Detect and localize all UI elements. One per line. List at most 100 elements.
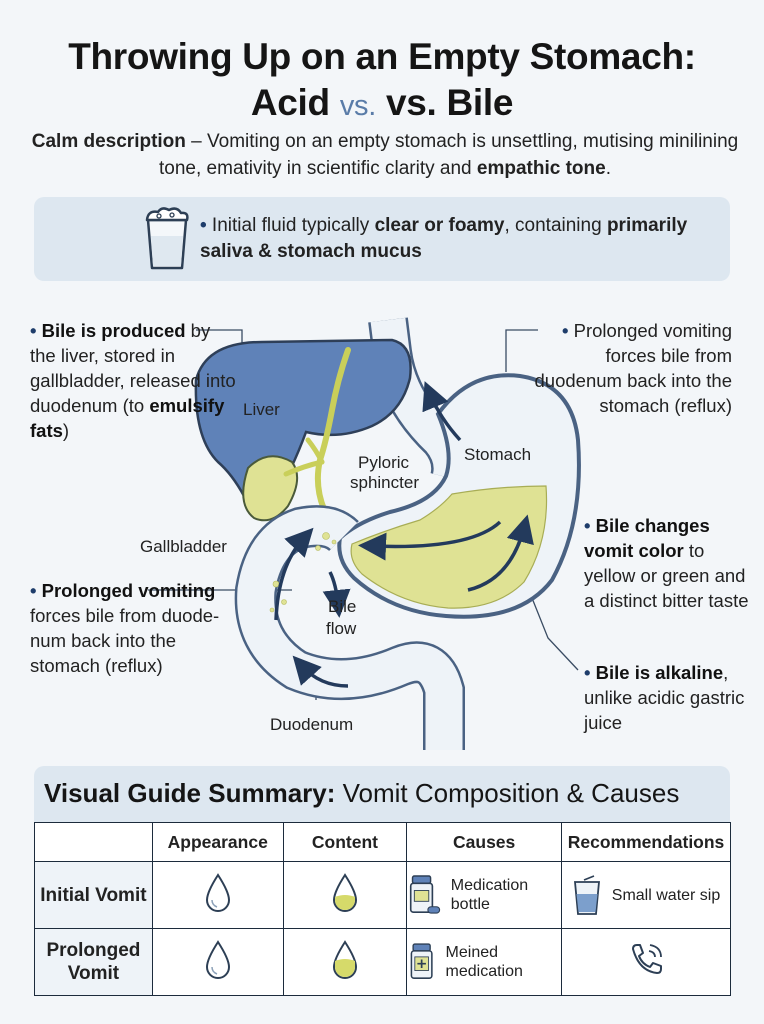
row-label-prolonged: Prolonged Vomit bbox=[34, 928, 153, 996]
cause-text: Meined medication bbox=[445, 944, 523, 980]
liver bbox=[194, 338, 412, 505]
info-b1: clear or foamy bbox=[374, 215, 505, 236]
foamy-glass-icon bbox=[145, 207, 189, 270]
cell-causes: Medication bottle bbox=[406, 861, 563, 929]
callout-text: forces bile from duode-num back into the… bbox=[30, 605, 220, 676]
stomach-arrow-right bbox=[467, 514, 534, 592]
callout-prolonged-reflux-left: • Prolonged vomiting forces bile from du… bbox=[30, 578, 230, 678]
title-vs-small: vs. bbox=[339, 90, 376, 122]
info-t1: Initial fluid typically bbox=[206, 215, 375, 236]
callout-text: to yellow or green and a distinct bitter… bbox=[584, 540, 749, 611]
page-title: Throwing Up on an Empty Stomach: Acid vs… bbox=[0, 34, 764, 129]
clear-drop-icon bbox=[205, 872, 230, 912]
callout-bullet: • bbox=[584, 662, 591, 683]
intro-bold: Calm description bbox=[31, 131, 186, 152]
medication-bottle-icon bbox=[410, 875, 441, 914]
gallbladder bbox=[242, 455, 299, 522]
label-bile: Bile bbox=[328, 597, 356, 616]
callout-bold-2: emulsify fats bbox=[30, 395, 225, 441]
cell-recommendations: Small water sip bbox=[561, 861, 731, 929]
cell-appearance bbox=[151, 861, 284, 929]
callout-text: Prolonged vomiting forces bile from duod… bbox=[534, 320, 732, 416]
water-glass-icon bbox=[573, 875, 600, 915]
leader-bile-alkaline bbox=[527, 587, 579, 671]
callout-bold: Bile changes vomit color bbox=[584, 515, 710, 561]
hepatic-branch bbox=[305, 437, 325, 465]
stomach-arrow-lower bbox=[358, 520, 502, 561]
label-flow: flow bbox=[326, 619, 357, 638]
info-b2: primarily saliva & stomach mucus bbox=[200, 215, 688, 262]
title-line-1: Throwing Up on an Empty Stomach: bbox=[68, 36, 696, 77]
label-stomach: Stomach bbox=[464, 445, 531, 464]
intro-bold-2: empathic tone bbox=[476, 158, 606, 179]
info-text: • Initial fluid typically clear or foamy… bbox=[200, 213, 700, 265]
callout-bullet: • bbox=[30, 580, 37, 601]
callout-text: , unlike acidic gastric juice bbox=[584, 662, 745, 733]
flow-arrows bbox=[274, 381, 534, 688]
info-t2: , containing bbox=[504, 215, 607, 236]
title-vs-bile: vs. Bile bbox=[385, 82, 514, 123]
label-duodenum: Duodenum bbox=[270, 715, 353, 734]
summary-header-panel bbox=[34, 766, 730, 822]
cell-appearance bbox=[151, 928, 284, 996]
cell-content bbox=[282, 928, 408, 996]
title-acid: Acid bbox=[250, 82, 330, 123]
summary-title-rest: Vomit Composition & Causes bbox=[335, 778, 680, 808]
clear-drop-icon bbox=[205, 939, 230, 979]
phone-call-icon bbox=[632, 943, 663, 974]
callout-bullet: • bbox=[562, 320, 569, 341]
cause-group: Medication bottle bbox=[408, 872, 560, 918]
callout-bullet: • bbox=[30, 320, 37, 341]
stomach-bile-content bbox=[350, 485, 548, 609]
row-label-initial: Initial Vomit bbox=[34, 861, 153, 929]
bile-duct bbox=[314, 347, 351, 531]
intro-text: – Vomiting on an empty stomach is unsett… bbox=[159, 131, 739, 179]
callout-prolonged-reflux-right: • Prolonged vomiting forces bile from du… bbox=[520, 318, 732, 418]
label-liver: Liver bbox=[243, 400, 280, 419]
medication-bottle-icon bbox=[410, 943, 433, 979]
summary-title: Visual Guide Summary: Vomit Composition … bbox=[44, 778, 724, 809]
duodenum-arrow-bottom bbox=[292, 655, 349, 688]
cystic-duct bbox=[283, 459, 325, 477]
table-header-recommendations: Recommendations bbox=[561, 822, 731, 862]
callout-bold: Bile is produced bbox=[41, 320, 186, 341]
callout-bile-alkaline: • Bile is alkaline, unlike acidic gastri… bbox=[584, 660, 754, 735]
table-row: Initial Vomit Medication bottle Small wa… bbox=[34, 861, 731, 929]
summary-title-bold: Visual Guide Summary: bbox=[44, 778, 336, 808]
table-header-row: Appearance Content Causes Recommendation… bbox=[34, 822, 731, 862]
rec-group: Small water sip bbox=[563, 874, 729, 916]
callout-bile-produced: • Bile is produced by the liver, stored … bbox=[30, 318, 240, 443]
yellow-drop-icon bbox=[332, 872, 357, 912]
callout-bold: Bile is alkaline bbox=[595, 662, 724, 683]
intro-end: . bbox=[605, 158, 611, 179]
callout-text: by the liver, stored in gallbladder, rel… bbox=[30, 320, 236, 416]
callout-bile-color: • Bile changes vomit color to yellow or … bbox=[584, 513, 754, 613]
title-line-2: Acid vs. vs. Bile bbox=[0, 80, 764, 129]
table-header-causes: Causes bbox=[406, 822, 563, 862]
bile-specks bbox=[269, 532, 337, 613]
cell-recommendations bbox=[561, 928, 731, 996]
table-header-blank bbox=[34, 822, 153, 862]
label-gallbladder: Gallbladder bbox=[140, 537, 227, 556]
cell-content bbox=[282, 861, 408, 929]
table-row: Prolonged Vomit Meined medication bbox=[34, 928, 731, 996]
callout-bold: Prolonged vomiting bbox=[41, 580, 216, 601]
duodenum-arrow-up bbox=[274, 527, 314, 621]
label-sphincter: sphincter bbox=[350, 473, 419, 492]
label-pyloric: Pyloric bbox=[358, 453, 410, 472]
cause-group: Meined medication bbox=[408, 939, 560, 985]
summary-table: Appearance Content Causes Recommendation… bbox=[34, 822, 731, 996]
digestive-anatomy-diagram: Liver Gallbladder Pyloric sphincter Stom… bbox=[140, 317, 581, 750]
cause-text: Medication bottle bbox=[450, 877, 529, 913]
cell-causes: Meined medication bbox=[406, 928, 563, 996]
yellow-drop-icon bbox=[332, 939, 357, 979]
callout-bullet: • bbox=[584, 515, 591, 536]
table-header-appearance: Appearance bbox=[151, 822, 284, 862]
info-bullet: • bbox=[200, 215, 207, 236]
callout-text-2: ) bbox=[62, 420, 70, 441]
bile-flow-arrow bbox=[322, 571, 351, 618]
reflux-arrow-esophagus bbox=[422, 381, 462, 442]
leader-prolonged-right bbox=[505, 329, 538, 372]
rec-text: Small water sip bbox=[611, 886, 721, 904]
